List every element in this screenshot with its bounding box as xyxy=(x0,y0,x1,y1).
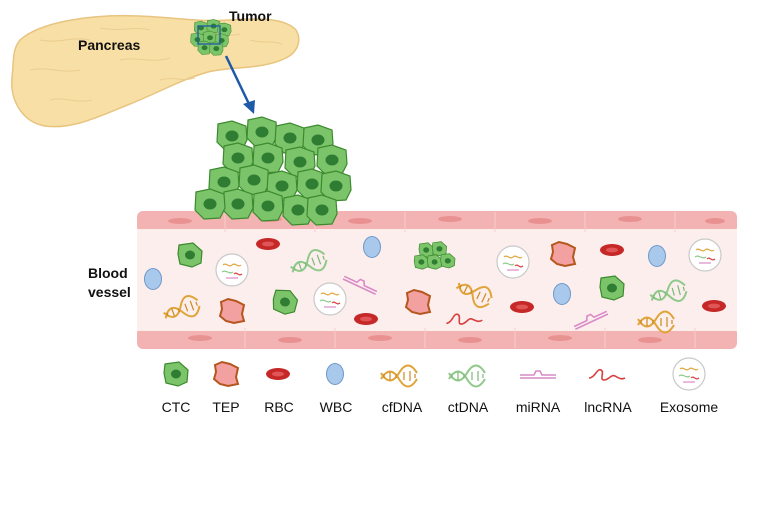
tumor-label: Tumor xyxy=(229,8,272,24)
tumor-cluster xyxy=(194,116,352,226)
blood-vessel-label-line2: vessel xyxy=(88,284,131,300)
blood-vessel xyxy=(137,211,737,349)
legend-icon-tep xyxy=(213,361,239,387)
legend-icons xyxy=(163,357,706,391)
legend-label-ctdna: ctDNA xyxy=(447,399,489,415)
legend-icon-ctc xyxy=(163,361,189,387)
legend-icon-exosome xyxy=(672,357,706,391)
legend-icon-wbc xyxy=(326,363,344,385)
blood-vessel-label-line1: Blood xyxy=(88,265,128,281)
pancreas-label: Pancreas xyxy=(78,37,141,53)
legend-label-rbc: RBC xyxy=(264,399,294,415)
legend-label-cfdna: cfDNA xyxy=(381,399,423,415)
legend-label-exosome: Exosome xyxy=(659,399,719,415)
legend-icon-rbc xyxy=(266,368,290,380)
legend-label-lncrna: lncRNA xyxy=(584,399,632,415)
arrow-tumor-to-vessel xyxy=(224,55,255,114)
legend-label-mirna: miRNA xyxy=(515,399,561,415)
tumor-mass xyxy=(190,19,232,56)
legend-icon-lncrna xyxy=(588,368,626,381)
legend-label-wbc: WBC xyxy=(319,399,353,415)
legend-icon-ctdna xyxy=(448,364,486,388)
legend-label-ctc: CTC xyxy=(161,399,191,415)
blood-vessel-label: Blood vessel xyxy=(88,264,131,302)
legend-label-tep: TEP xyxy=(212,399,240,415)
legend-icon-cfdna xyxy=(380,364,418,388)
pancreas-organ xyxy=(11,14,300,128)
legend-icon-mirna xyxy=(519,370,557,379)
